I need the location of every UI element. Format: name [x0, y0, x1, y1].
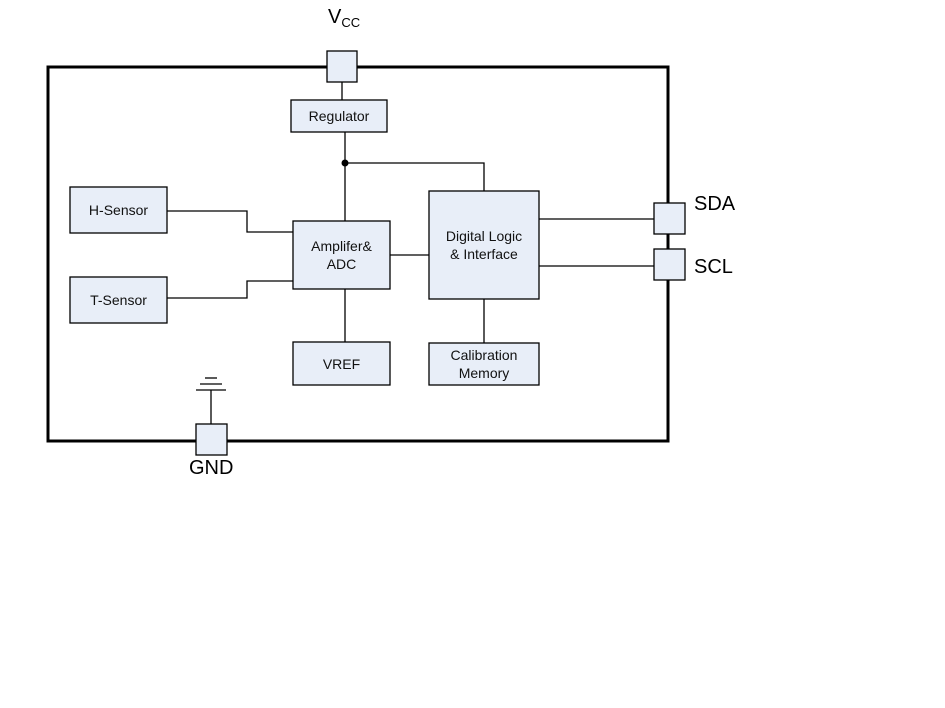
gnd-pad	[195, 423, 228, 456]
calibration-memory-block	[428, 342, 540, 386]
vref-block	[292, 341, 391, 386]
blocks	[69, 99, 540, 386]
h-sensor-block	[69, 186, 168, 234]
pads	[195, 50, 686, 456]
digital-logic-block	[428, 190, 540, 300]
amplifier-adc-block	[292, 220, 391, 290]
scl-pad	[653, 248, 686, 281]
wire-tsensor-amplifier	[167, 280, 293, 299]
vcc-main-text: V	[328, 6, 342, 28]
junction-dot	[341, 159, 349, 167]
scl-pin-label: SCL	[694, 256, 733, 278]
sda-pad	[653, 202, 686, 235]
wire-node-digital-logic	[345, 162, 485, 191]
wire-hsensor-amplifier	[167, 210, 293, 233]
vcc-pad	[326, 50, 358, 83]
t-sensor-block	[69, 276, 168, 324]
vcc-pin-label: VCC	[328, 6, 361, 30]
gnd-pin-label: GND	[189, 457, 234, 479]
regulator-block	[290, 99, 388, 133]
sda-pin-label: SDA	[694, 193, 736, 215]
ground-symbol	[196, 377, 226, 391]
connection-wires	[167, 82, 654, 424]
vcc-subscript-text: CC	[341, 15, 361, 30]
